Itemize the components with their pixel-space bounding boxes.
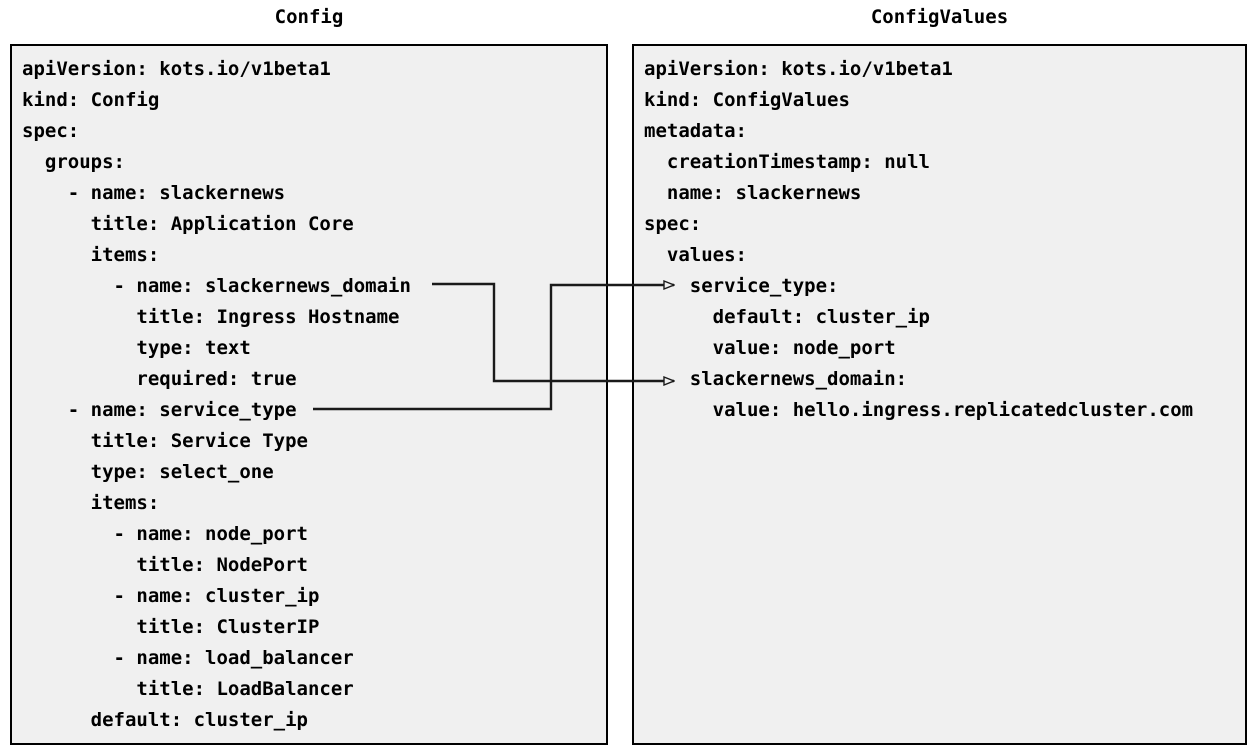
config-yaml-line-16: title: NodePort — [22, 554, 308, 576]
configvalues-yaml-line-4: name: slackernews — [644, 182, 862, 204]
config-yaml-line-9: type: text — [22, 337, 251, 359]
configvalues-panel-title: ConfigValues — [870, 6, 1009, 28]
config-yaml-line-5: title: Application Core — [22, 213, 354, 235]
config-yaml-line-12: title: Service Type — [22, 430, 308, 452]
config-yaml-line-6: items: — [22, 244, 160, 266]
config-yaml-line-11: - name: service_type — [22, 399, 297, 421]
config-yaml-line-21: default: cluster_ip — [22, 709, 308, 731]
configvalues-yaml-block: apiVersion: kots.io/v1beta1 kind: ConfigV… — [644, 54, 1245, 426]
configvalues-yaml-line-1: kind: ConfigValues — [644, 89, 850, 111]
configvalues-yaml-line-10: slackernews_domain: — [644, 368, 908, 390]
configvalues-yaml-line-5: spec: — [644, 213, 702, 235]
config-panel: apiVersion: kots.io/v1beta1 kind: Config s… — [10, 44, 608, 745]
configvalues-yaml-line-0: apiVersion: kots.io/v1beta1 — [644, 58, 953, 80]
configvalues-yaml-line-2: metadata: — [644, 120, 747, 142]
configvalues-panel: apiVersion: kots.io/v1beta1 kind: ConfigV… — [632, 44, 1247, 745]
config-yaml-block: apiVersion: kots.io/v1beta1 kind: Config s… — [22, 54, 606, 736]
config-yaml-line-2: spec: — [22, 120, 80, 142]
config-yaml-line-15: - name: node_port — [22, 523, 308, 545]
config-yaml-line-10: required: true — [22, 368, 297, 390]
configvalues-yaml-line-8: default: cluster_ip — [644, 306, 930, 328]
configvalues-yaml-line-6: values: — [644, 244, 747, 266]
configvalues-yaml-line-7: service_type: — [644, 275, 839, 297]
config-yaml-line-19: - name: load_balancer — [22, 647, 354, 669]
configvalues-yaml-line-11: value: hello.ingress.replicatedcluster.c… — [644, 399, 1194, 421]
config-panel-title: Config — [274, 6, 344, 28]
config-yaml-line-4: - name: slackernews — [22, 182, 286, 204]
configvalues-yaml-line-3: creationTimestamp: null — [644, 151, 930, 173]
config-yaml-line-14: items: — [22, 492, 160, 514]
configvalues-yaml-line-9: value: node_port — [644, 337, 896, 359]
config-yaml-line-20: title: LoadBalancer — [22, 678, 354, 700]
config-yaml-line-17: - name: cluster_ip — [22, 585, 320, 607]
config-yaml-line-0: apiVersion: kots.io/v1beta1 — [22, 58, 331, 80]
config-yaml-line-18: title: ClusterIP — [22, 616, 320, 638]
config-yaml-line-8: title: Ingress Hostname — [22, 306, 400, 328]
config-yaml-line-3: groups: — [22, 151, 125, 173]
config-yaml-line-7: - name: slackernews_domain — [22, 275, 411, 297]
config-yaml-line-1: kind: Config — [22, 89, 160, 111]
config-yaml-line-13: type: select_one — [22, 461, 274, 483]
